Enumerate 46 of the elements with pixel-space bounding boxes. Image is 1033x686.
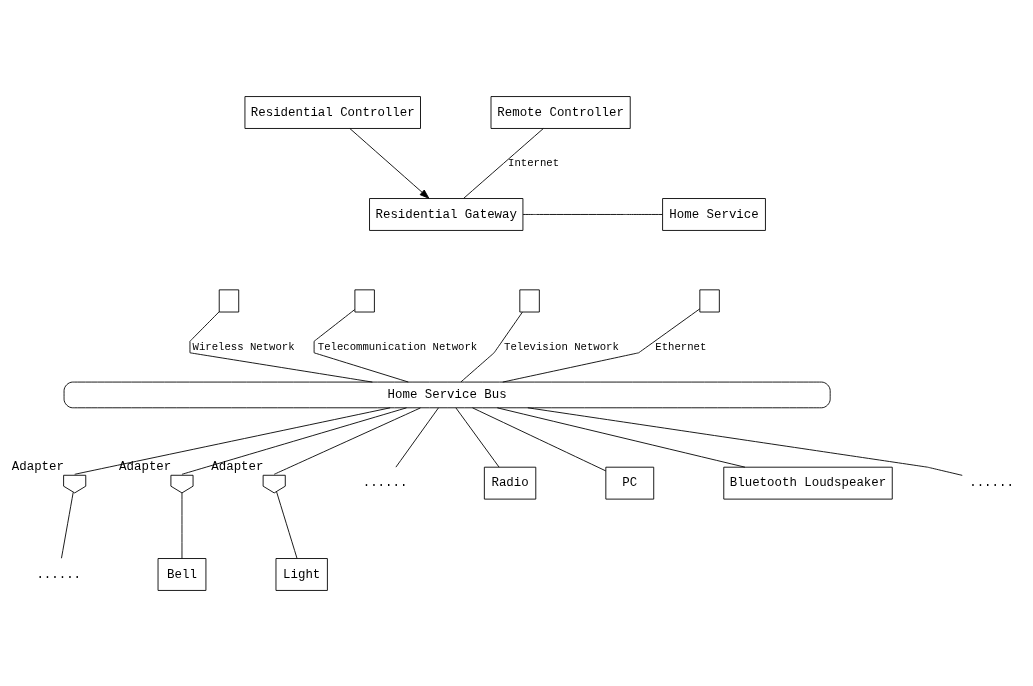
connector (61, 491, 74, 559)
connector (273, 406, 421, 475)
node-box: Home Service Bus (63, 381, 831, 408)
node-text: ...... (362, 475, 408, 490)
connector (472, 406, 607, 471)
connector (395, 406, 439, 468)
node-label: Adapter (211, 459, 264, 474)
edge-label: Television Network (504, 340, 619, 353)
connector (189, 310, 373, 382)
connector (181, 492, 183, 559)
node-box: Light (275, 557, 328, 591)
connector (276, 490, 298, 559)
node-label: Adapter (11, 459, 64, 474)
edge-label: Telecommunication Network (317, 340, 478, 353)
connector (463, 127, 544, 199)
node-box: Residential Gateway (369, 197, 524, 231)
node-box: Bluetooth Loudspeaker (723, 466, 893, 500)
node-box: Radio (483, 466, 537, 500)
edge-label: Wireless Network (192, 340, 295, 353)
node-pentagon (262, 474, 286, 493)
node-box (218, 288, 240, 312)
node-box (699, 288, 720, 312)
node-text: ...... (36, 567, 82, 582)
node-box: Home Service (662, 197, 766, 231)
node-box (354, 288, 375, 312)
connector (502, 307, 701, 382)
node-box: Remote Controller (490, 95, 631, 129)
connector (313, 308, 409, 382)
connector (522, 213, 663, 215)
connector (455, 406, 500, 468)
node-text: ...... (969, 475, 1014, 490)
node-box: Residential Controller (244, 95, 421, 129)
node-box: Bell (157, 557, 207, 591)
node-box: PC (605, 466, 655, 500)
connector (496, 406, 746, 468)
arrow (349, 127, 430, 199)
edge-label: Ethernet (655, 340, 707, 353)
node-box (519, 288, 540, 312)
edge-label: Internet (508, 156, 560, 169)
node-pentagon (63, 474, 87, 493)
connector (181, 406, 407, 475)
connector (527, 406, 963, 476)
node-label: Adapter (119, 459, 172, 474)
connector (74, 406, 391, 475)
connector (460, 311, 523, 382)
node-pentagon (170, 474, 194, 493)
